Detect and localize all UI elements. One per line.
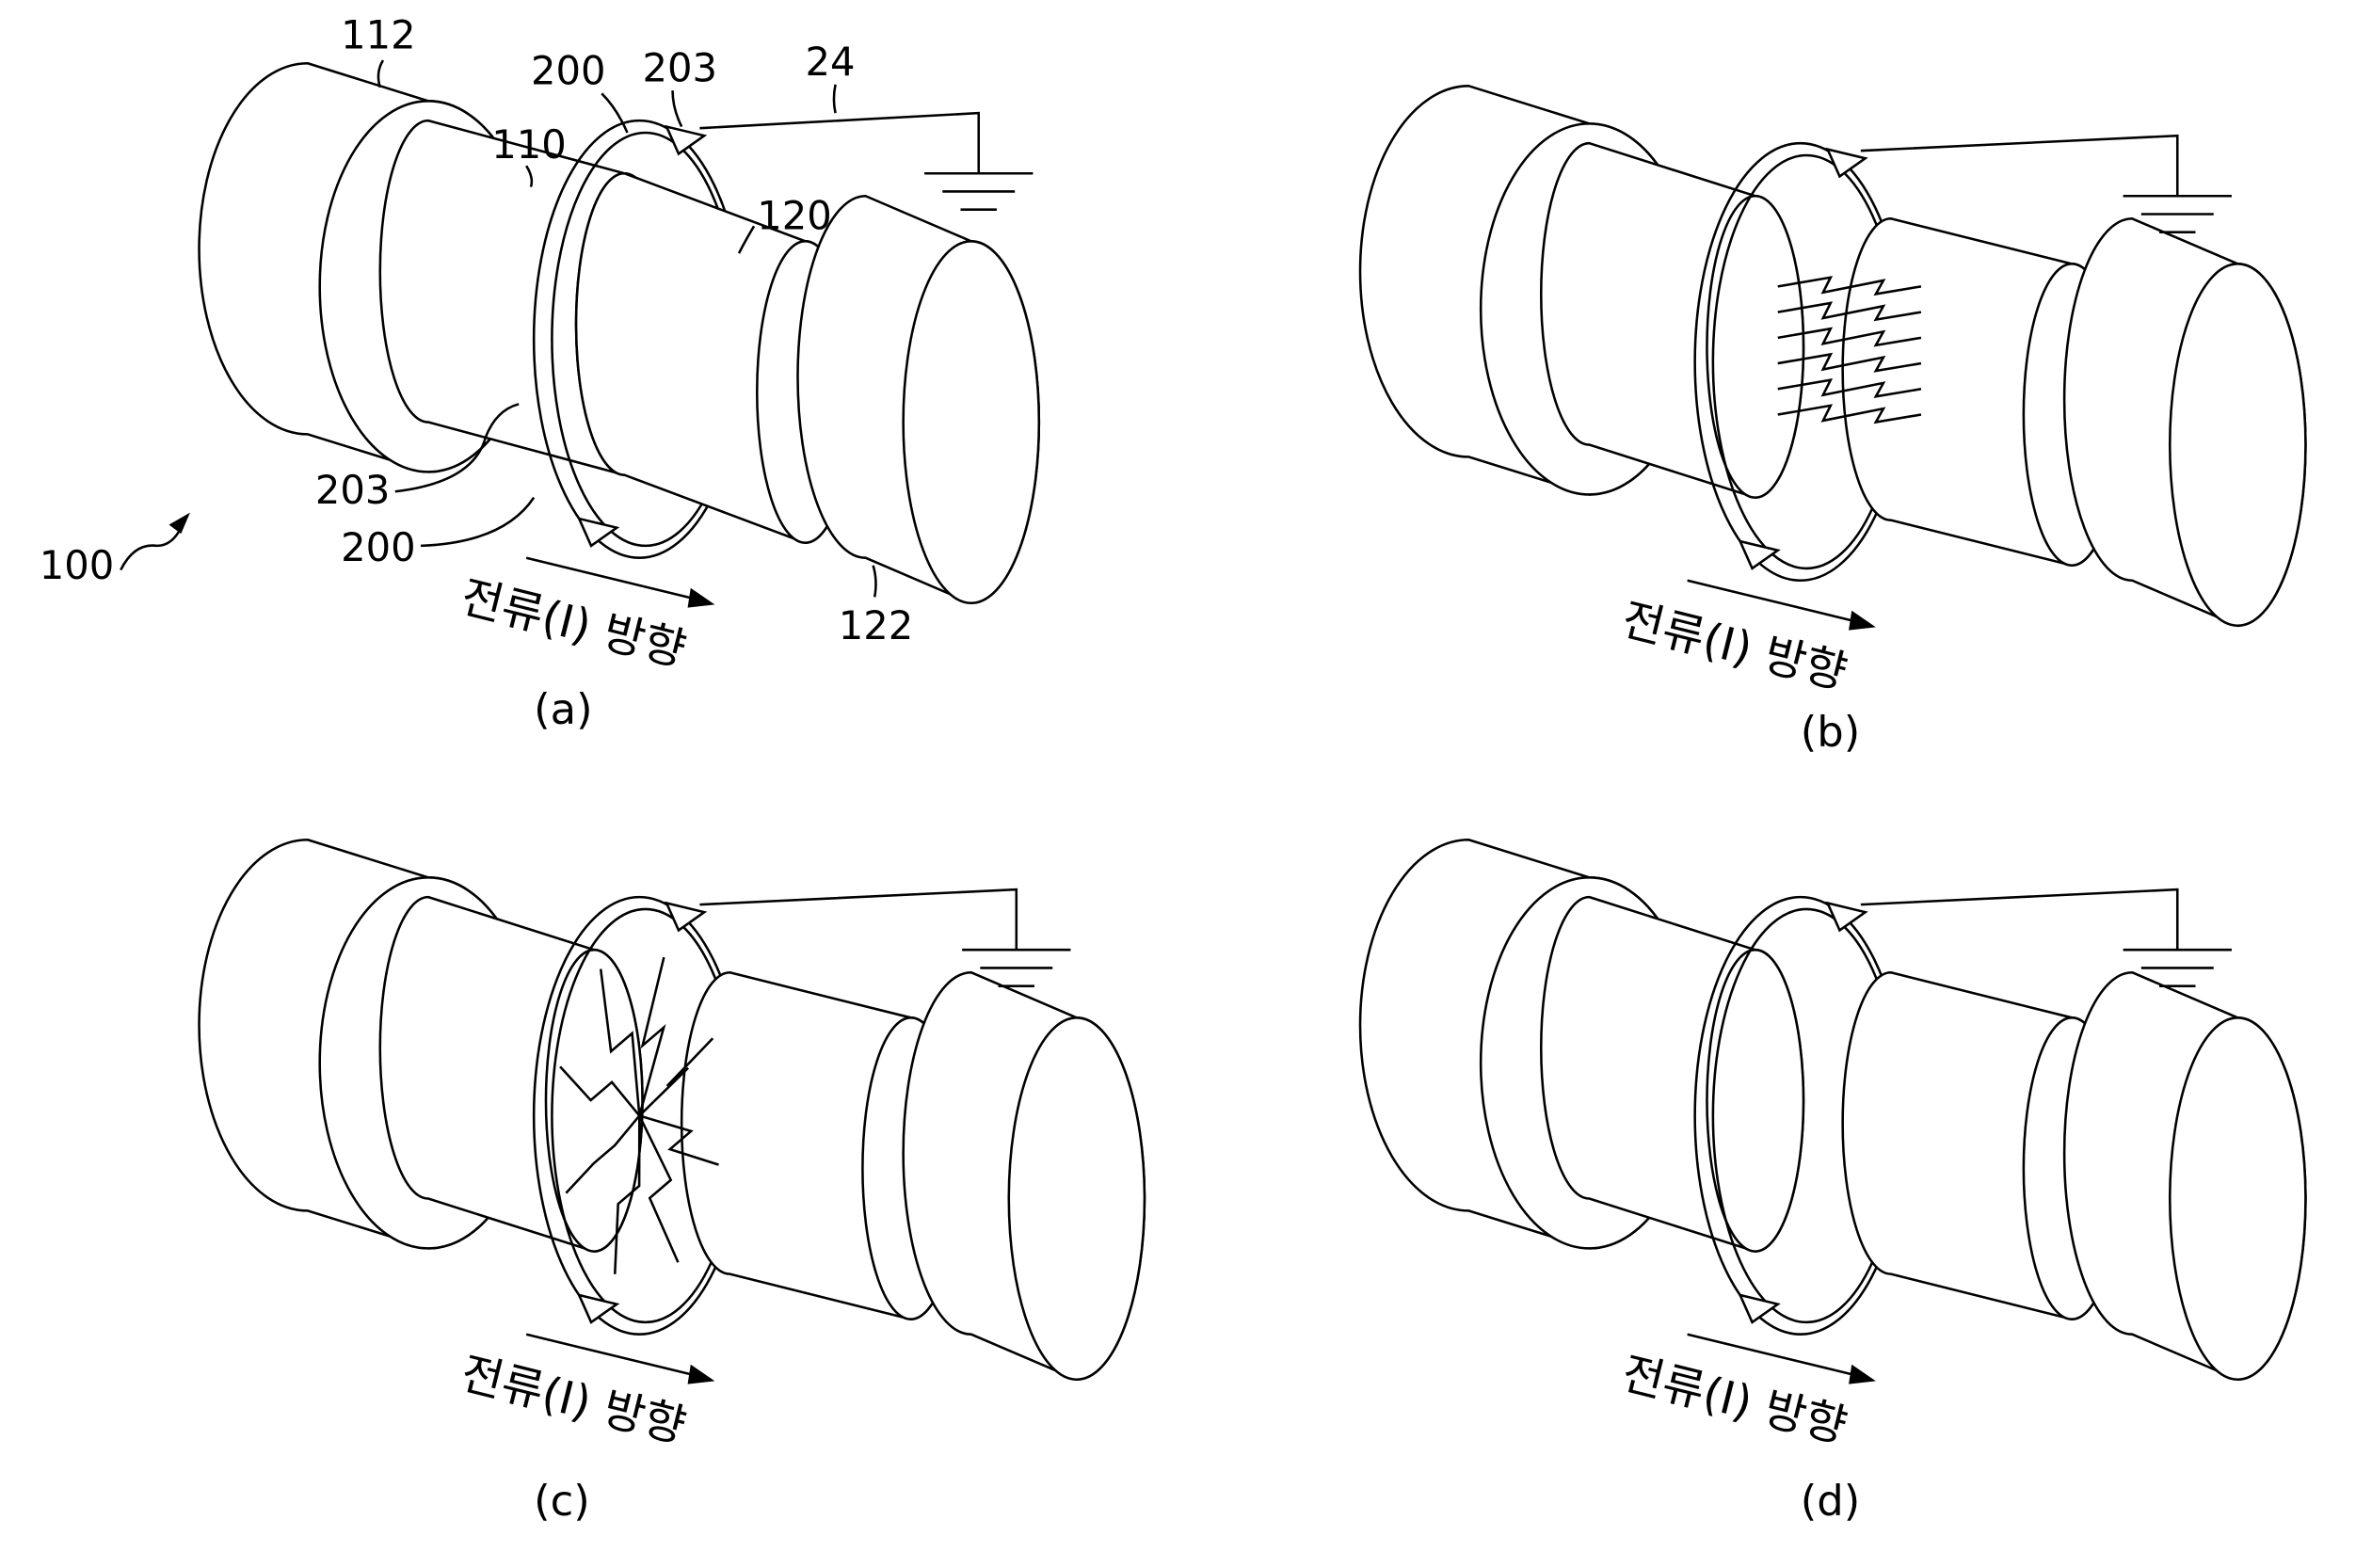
arc-spark-icon [1777, 276, 1922, 296]
current-arrow [1687, 1333, 1862, 1378]
label-110: 110 [491, 121, 566, 168]
leader-100 [120, 527, 183, 571]
arrowhead-icon [1849, 610, 1876, 631]
arc-spark-icon [638, 1037, 714, 1117]
arrowhead-icon [687, 1364, 715, 1384]
current-arrow [525, 1333, 700, 1378]
arc-spark-icon [638, 956, 666, 1116]
trigger-203-icon [1825, 147, 1868, 179]
label-200-top: 200 [531, 48, 605, 94]
label-203-bottom: 203 [315, 467, 390, 513]
label-200-bottom: 200 [341, 524, 415, 570]
leader-203-top [671, 90, 683, 128]
panels: 전류(I) 방향(a)전류(I) 방향(b)전류(I) 방향(c)전류(I) 방… [198, 61, 2307, 1526]
arc-spark-icon [1777, 377, 1922, 399]
trigger-203-icon [664, 901, 708, 933]
left-rod-110 [1539, 141, 1805, 499]
panel-caption: (c) [534, 1476, 590, 1526]
label-24: 24 [806, 39, 856, 85]
reference-labels: 112 110 200 203 24 120 203 200 100 122 [40, 11, 914, 648]
current-arrow [525, 556, 700, 601]
current-direction-label: 전류(I) 방향 [456, 570, 691, 677]
label-120: 120 [757, 192, 831, 238]
leader-122 [872, 565, 877, 598]
arrow-100-icon [168, 512, 190, 535]
ground-wire-24 [1860, 134, 2232, 233]
leader-200-bottom [420, 496, 536, 548]
leader-112 [377, 59, 385, 88]
arrowhead-icon [1849, 1364, 1876, 1384]
arc-spark-icon [1777, 301, 1922, 322]
leader-203-bottom [394, 403, 520, 493]
arrowhead-icon [687, 587, 715, 608]
ring-electrode-200 [1693, 895, 1908, 1336]
trigger-203-icon [1738, 539, 1781, 570]
arc-spark-icon [599, 968, 641, 1116]
leader-200-top [601, 92, 629, 134]
ground-wire-24 [699, 111, 1034, 211]
left-rod-110 [1539, 895, 1805, 1253]
arc-spark-icon [638, 1114, 680, 1263]
left-rod-110 [378, 895, 644, 1253]
arc-spark-icon [1777, 327, 1922, 347]
right-electrode-122 [902, 970, 1146, 1382]
arc-spark-icon [1777, 404, 1922, 424]
panel-caption: (d) [1801, 1476, 1860, 1526]
label-203-top: 203 [643, 45, 717, 91]
trigger-203-icon [577, 517, 620, 548]
panel-caption: (b) [1801, 707, 1860, 757]
current-direction-label: 전류(I) 방향 [456, 1347, 691, 1453]
leader-24 [832, 84, 837, 114]
ground-wire-24 [1860, 888, 2232, 987]
leader-110 [525, 165, 534, 188]
right-electrode-122 [796, 194, 1041, 605]
current-arrow [1687, 579, 1862, 624]
label-122: 122 [839, 602, 913, 648]
arc-spark-icon [1777, 352, 1922, 373]
right-electrode-122 [2062, 970, 2307, 1382]
arc-spark-icon [638, 1114, 719, 1166]
ground-wire-24 [699, 888, 1071, 987]
panel-caption: (a) [534, 684, 592, 734]
arc-spark-icon [559, 1065, 641, 1117]
current-direction-label: 전류(I) 방향 [1617, 593, 1852, 699]
leader-120 [737, 225, 756, 254]
label-112: 112 [341, 11, 415, 57]
trigger-203-icon [1825, 901, 1868, 933]
arc-spark-icon [565, 1114, 641, 1194]
panel-a: 전류(I) 방향 (a) [198, 61, 1041, 734]
trigger-203-icon [1738, 1293, 1781, 1324]
panel-c: 전류(I) 방향 (c) [198, 838, 1146, 1526]
panel-d: 전류(I) 방향 (d) [1358, 838, 2307, 1526]
arc-spark-icon [613, 1115, 641, 1274]
panel-b: 전류(I) 방향 (b) [1358, 85, 2307, 757]
label-100: 100 [40, 542, 114, 588]
trigger-203-icon [664, 124, 708, 156]
trigger-203-icon [577, 1293, 620, 1324]
current-direction-label: 전류(I) 방향 [1617, 1347, 1852, 1453]
right-electrode-122 [2062, 216, 2307, 628]
